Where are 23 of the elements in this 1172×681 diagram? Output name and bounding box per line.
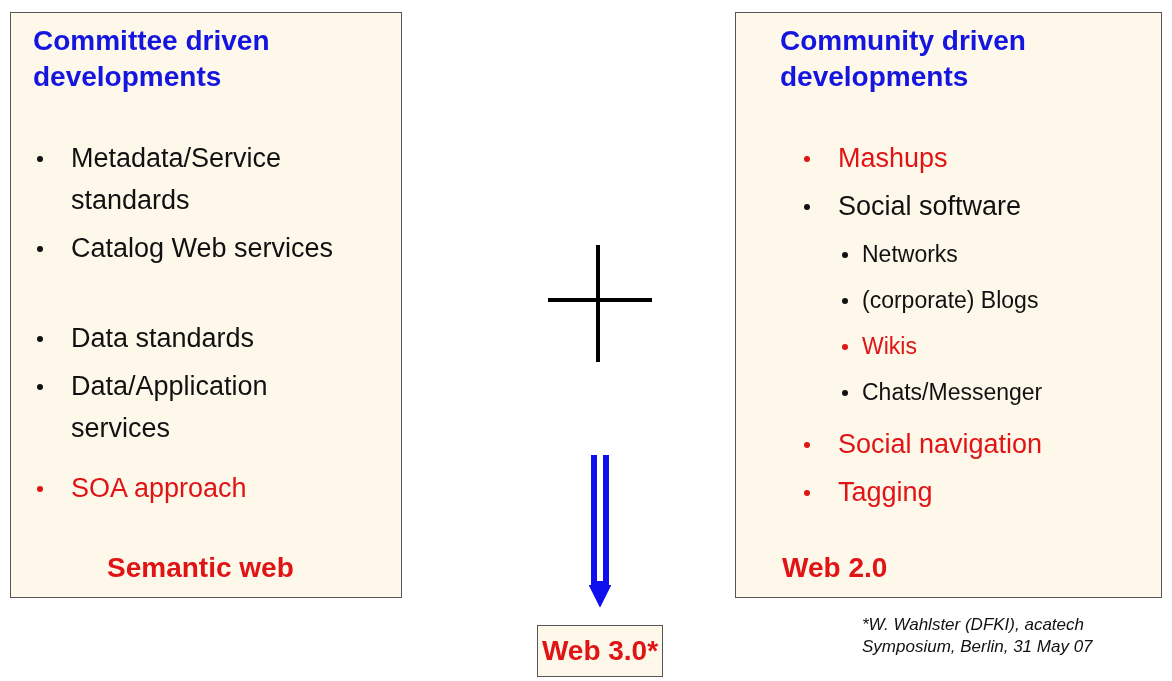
- footer-text: Semantic web: [107, 551, 294, 585]
- list-item: Tagging: [838, 476, 933, 509]
- content-panel: [10, 12, 402, 598]
- list-item: SOA approach: [71, 472, 247, 505]
- sub-list-item: Chats/Messenger: [862, 378, 1043, 407]
- node-text: Web 3.0*: [540, 634, 660, 668]
- list-item: Social navigation: [838, 428, 1043, 461]
- footer-text: Web 2.0: [782, 551, 888, 585]
- result-box: [537, 625, 663, 677]
- sub-list-item: Wikis: [862, 332, 917, 361]
- list-item: Mashups: [838, 142, 948, 175]
- list-item: Metadata/Service standards: [71, 142, 283, 217]
- double-arrow: [588, 452, 612, 608]
- heading: Community driven developments: [780, 24, 1027, 94]
- sub-list-item: Networks: [862, 240, 958, 269]
- footnote: *W. Wahlster (DFKI), acatech Symposium, Berlin, 31 May 07: [862, 614, 1094, 658]
- heading: Committee driven developments: [33, 24, 271, 94]
- list-item: Data standards: [71, 322, 255, 355]
- list-item: Catalog Web services: [71, 232, 334, 265]
- sub-list-item: (corporate) Blogs: [862, 286, 1039, 315]
- list-item: Social software: [838, 190, 1022, 223]
- content-panel: [735, 12, 1162, 598]
- list-item: Data/Application services: [71, 370, 269, 445]
